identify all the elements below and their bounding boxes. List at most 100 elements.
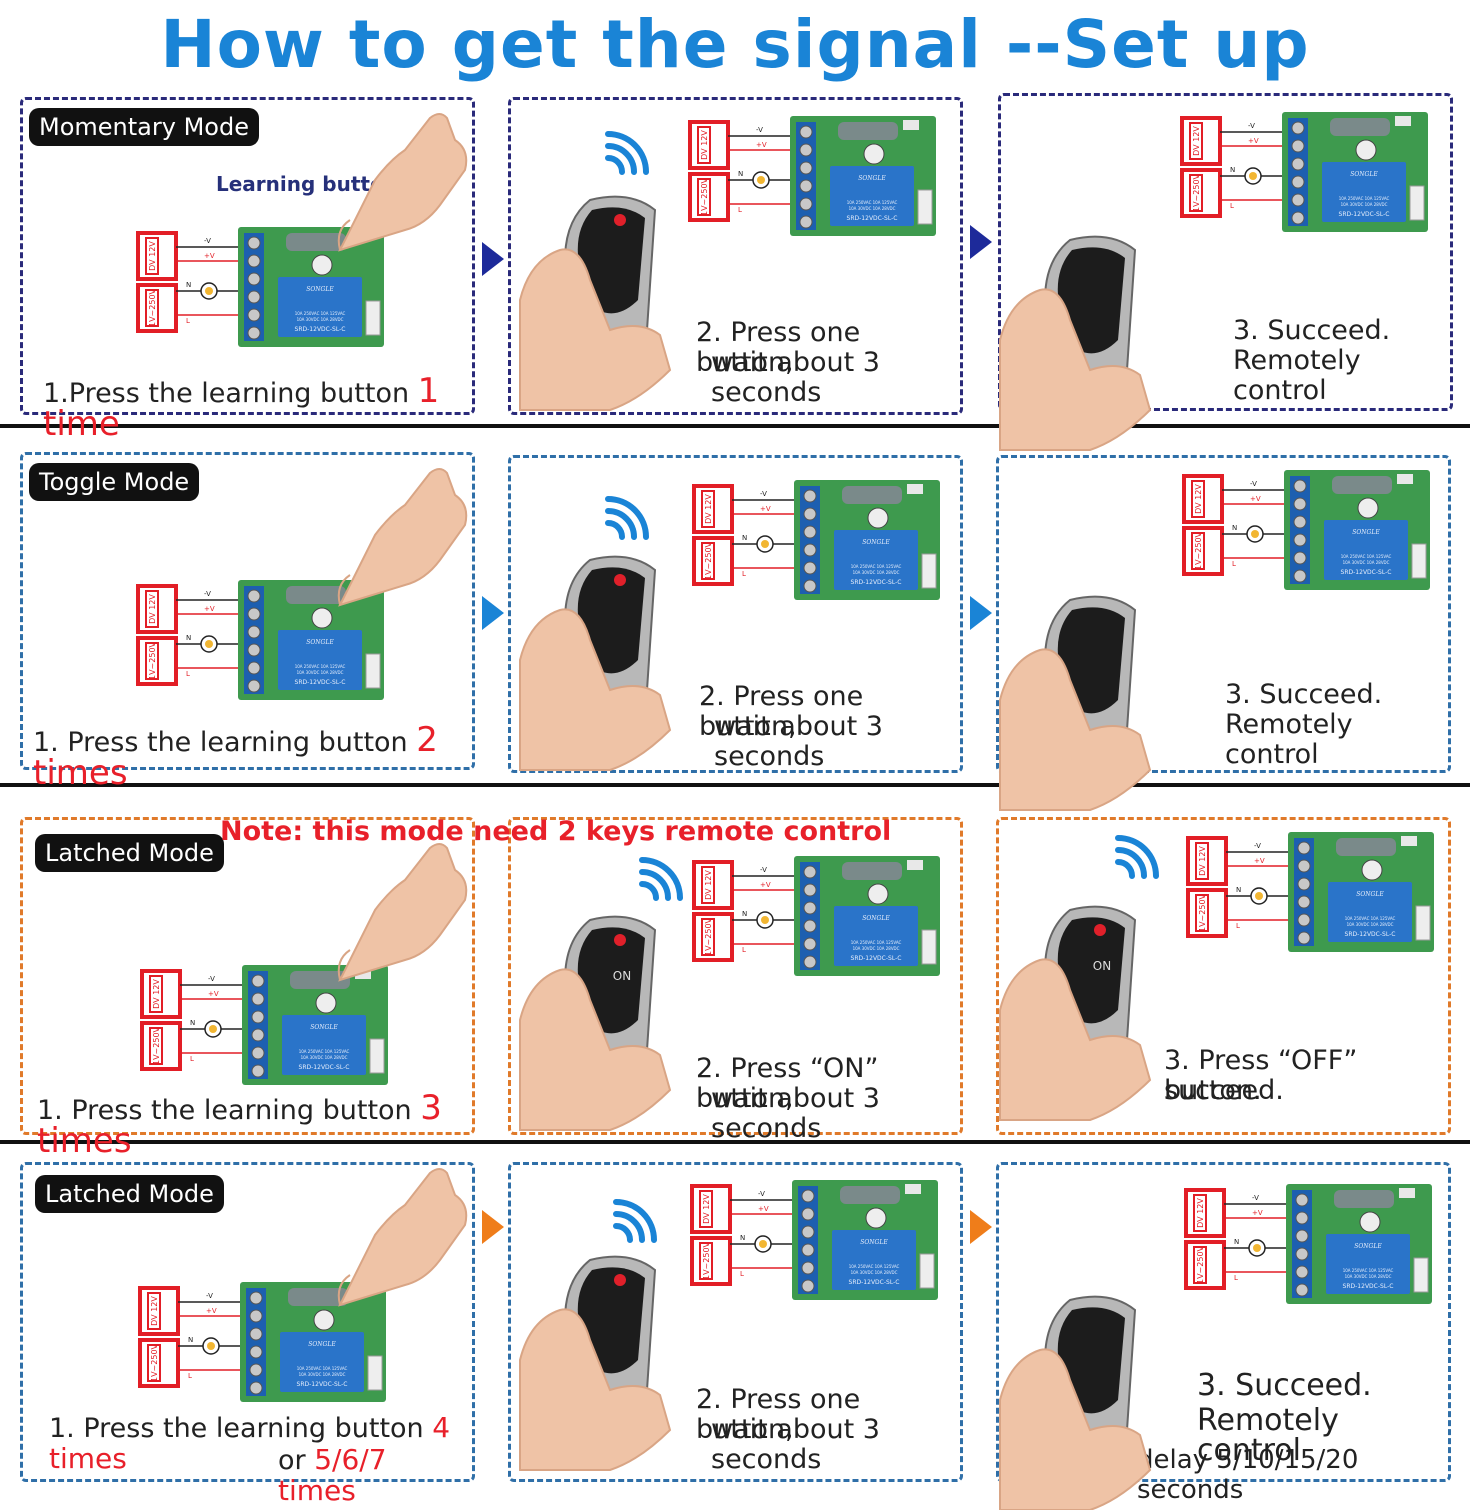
finger-icon [337,468,468,607]
svg-text:+V: +V [1254,857,1265,865]
next-arrow-icon [482,596,504,630]
svg-text:SRD-12VDC-SL-C: SRD-12VDC-SL-C [851,955,902,962]
row3-step2-panel: 2. Press “ON” button, wait about 3 secon… [508,817,963,1144]
svg-text:SONGLE: SONGLE [862,539,890,546]
svg-text:+V: +V [208,990,219,998]
wireless-signal-icon [1115,835,1159,879]
svg-text:SONGLE: SONGLE [1350,171,1378,178]
svg-text:10A 250VAC 10A 125VAC: 10A 250VAC 10A 125VAC [295,311,346,316]
svg-text:SONGLE: SONGLE [1354,1243,1382,1250]
step2-line2: wait about 3 seconds [711,347,880,408]
step3-line2: Remotely control [1197,1403,1339,1468]
svg-text:SRD-12VDC-SL-C: SRD-12VDC-SL-C [1345,931,1396,938]
svg-text:SRD-12VDC-SL-C: SRD-12VDC-SL-C [1339,211,1390,218]
next-arrow-icon [970,596,992,630]
svg-text:N: N [738,170,743,178]
svg-text:10A 250VAC 10A 125VAC: 10A 250VAC 10A 125VAC [1339,196,1390,201]
step3-line1: 3. Succeed. [1197,1368,1372,1403]
step1-text: 1. Press the learning button 2 times [33,720,438,793]
svg-text:L: L [1234,1274,1238,1282]
finger-icon [337,843,468,982]
svg-text:10A 30VDC 10A 28VDC: 10A 30VDC 10A 28VDC [1341,202,1388,207]
svg-text:L: L [190,1055,194,1063]
wireless-signal-icon [605,131,649,175]
svg-text:1V~250V: 1V~250V [150,1343,159,1382]
svg-text:-V: -V [1254,842,1261,850]
svg-text:N: N [742,534,747,542]
svg-text:10A 250VAC 10A 125VAC: 10A 250VAC 10A 125VAC [295,664,346,669]
page-title: How to get the signal --Set up [160,6,1310,83]
svg-text:1V~250V: 1V~250V [702,1241,711,1280]
svg-text:DV 12V: DV 12V [704,870,713,900]
svg-text:ON: ON [1093,959,1111,973]
svg-text:DV 12V: DV 12V [704,494,713,524]
svg-text:L: L [188,1372,192,1380]
svg-text:SONGLE: SONGLE [306,286,334,293]
svg-text:L: L [740,1270,744,1278]
row3-step3-panel: 3. Press “OFF” button. succeed. [996,817,1451,1135]
svg-text:-V: -V [760,866,767,874]
row1-step3-panel: 3. Succeed. Remotely control [998,93,1453,411]
mode-tag: Latched Mode [35,834,224,872]
svg-text:N: N [186,281,191,289]
svg-text:SONGLE: SONGLE [862,915,890,922]
row2-step2-panel: 2. Press one button, wait about 3 second… [508,455,963,773]
svg-text:-V: -V [756,126,763,134]
step2-line1: 2. Press one button, [696,1384,861,1445]
svg-text:1V~250V: 1V~250V [704,541,713,580]
row4-step2-panel: 2. Press one button, wait about 3 second… [508,1162,963,1482]
svg-text:SRD-12VDC-SL-C: SRD-12VDC-SL-C [849,1279,900,1286]
step2-line1: 2. Press “ON” button, [696,1053,879,1114]
row-separator [0,1140,1470,1144]
next-arrow-icon [970,1210,992,1244]
svg-text:SRD-12VDC-SL-C: SRD-12VDC-SL-C [851,579,902,586]
svg-text:10A 250VAC 10A 125VAC: 10A 250VAC 10A 125VAC [297,1366,348,1371]
step2-line1: 2. Press one button, [696,317,861,378]
step1-text-line2: or 5/6/7 times [278,1443,387,1507]
row3-step1-panel: Latched Mode 1. Press the learning butto… [20,817,475,1158]
svg-text:10A 30VDC 10A 28VDC: 10A 30VDC 10A 28VDC [853,946,900,951]
svg-text:SONGLE: SONGLE [860,1239,888,1246]
step2-line2: wait about 3 seconds [711,1083,880,1144]
svg-text:DV 12V: DV 12V [1198,846,1207,876]
remote-control-in-hand [519,555,672,771]
svg-text:DV 12V: DV 12V [1194,484,1203,514]
svg-text:N: N [1232,524,1237,532]
mode-tag: Momentary Mode [29,108,259,146]
svg-text:10A 30VDC 10A 28VDC: 10A 30VDC 10A 28VDC [1345,1274,1392,1279]
svg-text:1V~250V: 1V~250V [148,288,157,327]
step2-line1: 2. Press one button, [699,681,864,742]
svg-text:DV 12V: DV 12V [148,241,157,271]
svg-text:L: L [742,570,746,578]
svg-text:N: N [1234,1238,1239,1246]
svg-text:10A 250VAC 10A 125VAC: 10A 250VAC 10A 125VAC [1341,554,1392,559]
svg-text:-V: -V [206,1292,213,1300]
next-arrow-icon [482,1210,504,1244]
svg-text:-V: -V [204,237,211,245]
svg-text:N: N [1230,166,1235,174]
svg-text:L: L [1232,560,1236,568]
svg-text:L: L [1236,922,1240,930]
svg-text:10A 30VDC 10A 28VDC: 10A 30VDC 10A 28VDC [1343,560,1390,565]
learning-button-label: Learning button [216,172,398,196]
note-text: Note: this mode need 2 keys remote contr… [220,816,892,847]
row2-step1-panel: Toggle Mode 1. Press the learning button… [20,452,475,790]
svg-text:SONGLE: SONGLE [1356,891,1384,898]
svg-text:10A 30VDC 10A 28VDC: 10A 30VDC 10A 28VDC [299,1372,346,1377]
svg-text:1V~250V: 1V~250V [1198,893,1207,932]
remote-control-in-hand [999,595,1152,811]
svg-text:10A 30VDC 10A 28VDC: 10A 30VDC 10A 28VDC [297,670,344,675]
svg-text:DV 12V: DV 12V [148,594,157,624]
svg-text:1V~250V: 1V~250V [700,177,709,216]
svg-text:DV 12V: DV 12V [702,1194,711,1224]
svg-text:10A 30VDC 10A 28VDC: 10A 30VDC 10A 28VDC [301,1055,348,1060]
svg-text:10A 30VDC 10A 28VDC: 10A 30VDC 10A 28VDC [849,206,896,211]
svg-text:10A 30VDC 10A 28VDC: 10A 30VDC 10A 28VDC [1347,922,1394,927]
row4-step1-panel: Latched Mode 1. Press the learning butto… [20,1162,475,1506]
